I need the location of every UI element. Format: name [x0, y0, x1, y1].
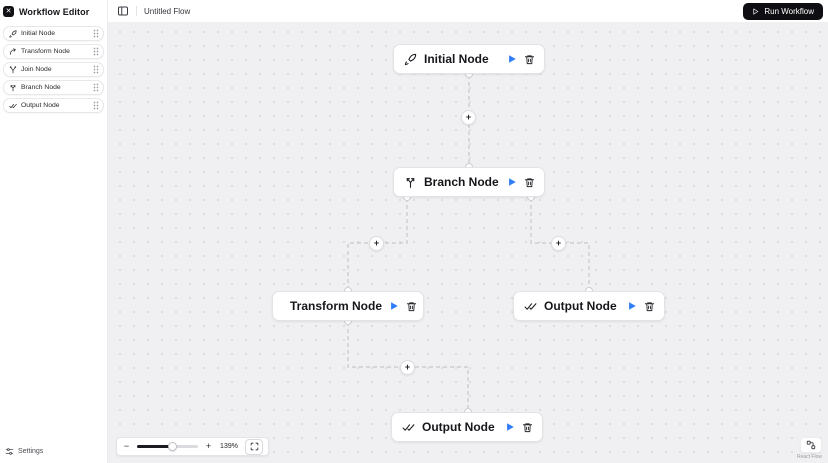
app-brand: ✕ Workflow Editor	[0, 0, 107, 22]
palette-item-transform-node[interactable]: Transform Node	[3, 44, 104, 59]
fit-view-button[interactable]	[245, 438, 263, 455]
divider	[136, 6, 137, 16]
run-workflow-button[interactable]: Run Workflow	[743, 2, 823, 20]
zoom-in-button[interactable]: +	[205, 441, 212, 451]
workflow-icon	[806, 440, 816, 450]
node-output-bottom[interactable]: Output Node	[391, 412, 543, 442]
merge-icon	[9, 65, 17, 73]
trash-icon	[644, 301, 655, 311]
play-icon	[507, 423, 514, 431]
palette-item-label: Join Node	[21, 66, 52, 73]
node-label: Initial Node	[424, 52, 489, 66]
zoom-out-button[interactable]: −	[123, 441, 130, 451]
settings-label: Settings	[18, 448, 44, 455]
drag-handle-icon[interactable]	[93, 29, 99, 38]
node-transform[interactable]: Transform Node	[272, 291, 424, 321]
run-node-button[interactable]	[627, 301, 637, 311]
rocket-icon	[9, 29, 17, 38]
drag-handle-icon[interactable]	[93, 101, 99, 110]
double-check-icon	[524, 302, 537, 310]
palette-item-branch-node[interactable]: Branch Node	[3, 80, 104, 95]
zoom-controls: − + 139%	[116, 437, 269, 456]
run-workflow-label: Run Workflow	[764, 6, 814, 16]
node-palette: Initial Node Transform Node Join Node Br…	[0, 22, 107, 113]
zoom-slider-thumb[interactable]	[168, 442, 177, 451]
palette-item-label: Initial Node	[21, 30, 56, 37]
node-output-right[interactable]: Output Node	[513, 291, 665, 321]
split-icon	[406, 177, 415, 188]
add-node-button[interactable]: +	[551, 236, 566, 251]
attribution-label: React Flow	[796, 454, 822, 460]
zoom-slider[interactable]	[137, 442, 198, 451]
flow-widget-button[interactable]	[800, 437, 822, 453]
zoom-level: 139%	[220, 443, 238, 450]
curve-arrow-icon	[9, 47, 16, 55]
fit-view-icon	[250, 442, 258, 451]
trash-icon	[522, 422, 533, 432]
delete-node-button[interactable]	[644, 301, 655, 312]
run-node-button[interactable]	[507, 177, 517, 187]
delete-node-button[interactable]	[522, 422, 533, 433]
add-node-button[interactable]: +	[461, 110, 476, 125]
toggle-sidebar-icon[interactable]	[117, 5, 129, 17]
run-node-button[interactable]	[507, 54, 517, 64]
delete-node-button[interactable]	[524, 54, 535, 65]
play-icon	[629, 302, 636, 310]
settings-sliders-icon	[5, 448, 14, 455]
node-label: Output Node	[422, 420, 495, 434]
drag-handle-icon[interactable]	[93, 83, 99, 92]
app-logo-icon: ✕	[3, 6, 14, 17]
play-icon	[391, 302, 398, 310]
workflow-canvas[interactable]: + + + + Initial Node Branch Node Transfo…	[108, 23, 828, 463]
node-label: Transform Node	[290, 299, 383, 313]
play-icon	[509, 55, 516, 63]
sidebar: ✕ Workflow Editor Initial Node Transform…	[0, 0, 108, 463]
node-initial[interactable]: Initial Node	[393, 44, 545, 74]
node-label: Output Node	[544, 299, 617, 313]
run-node-button[interactable]	[389, 301, 399, 311]
node-label: Branch Node	[424, 175, 499, 189]
play-icon	[509, 178, 516, 186]
settings-button[interactable]: Settings	[0, 447, 107, 463]
delete-node-button[interactable]	[406, 301, 417, 312]
double-check-icon	[402, 423, 415, 431]
delete-node-button[interactable]	[524, 177, 535, 188]
attribution: React Flow	[797, 437, 822, 460]
trash-icon	[524, 177, 535, 187]
palette-item-label: Output Node	[21, 102, 60, 109]
node-branch[interactable]: Branch Node	[393, 167, 545, 197]
flow-name: Untitled Flow	[144, 6, 191, 16]
topbar: Untitled Flow Run Workflow	[108, 0, 828, 23]
double-check-icon	[9, 103, 17, 108]
app-title: Workflow Editor	[19, 6, 90, 17]
play-outline-icon	[753, 8, 759, 14]
edges-layer	[343, 69, 594, 417]
trash-icon	[406, 301, 417, 311]
add-node-button[interactable]: +	[400, 360, 415, 375]
palette-item-label: Transform Node	[21, 48, 70, 55]
rocket-icon	[404, 53, 417, 65]
drag-handle-icon[interactable]	[93, 47, 99, 56]
zoom-slider-fill	[137, 445, 172, 448]
main-area: Untitled Flow Run Workflow	[108, 0, 828, 463]
trash-icon	[524, 54, 535, 64]
drag-handle-icon[interactable]	[93, 65, 99, 74]
palette-item-initial-node[interactable]: Initial Node	[3, 26, 104, 41]
split-icon	[10, 84, 16, 91]
add-node-button[interactable]: +	[369, 236, 384, 251]
run-node-button[interactable]	[505, 422, 515, 432]
palette-item-label: Branch Node	[21, 84, 61, 91]
palette-item-join-node[interactable]: Join Node	[3, 62, 104, 77]
palette-item-output-node[interactable]: Output Node	[3, 98, 104, 113]
